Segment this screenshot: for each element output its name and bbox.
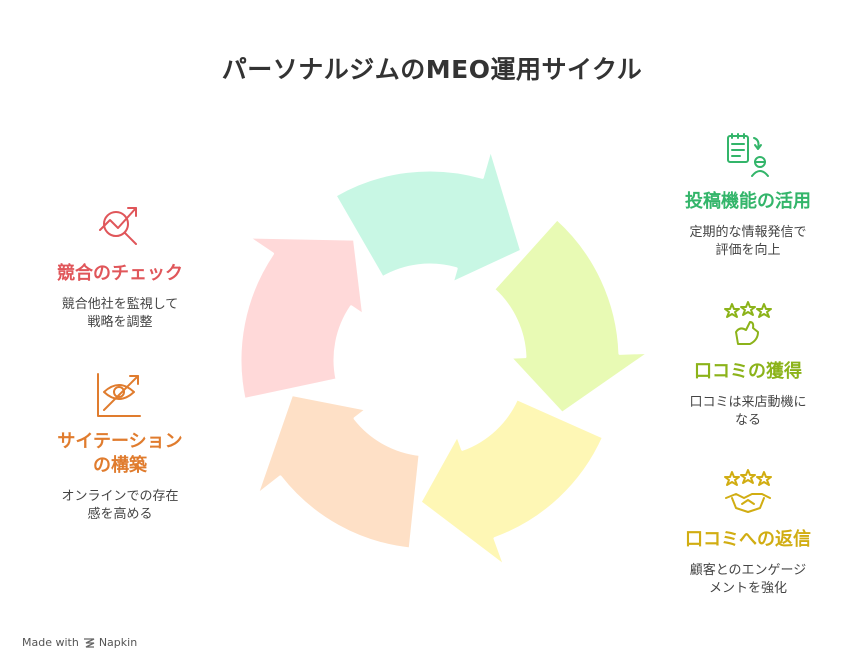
cycle-arrow-yellow [418, 397, 606, 569]
stage-description: オンラインでの存在 感を高める [61, 489, 179, 522]
stage-citation-building: サイテーション の構築 オンラインでの存在 感を高める [40, 370, 200, 524]
stage-review-acquisition: 口コミの獲得 口コミは来店動機に なる [668, 300, 828, 430]
footer-brand: Napkin [98, 636, 138, 649]
stage-posting-feature: 投稿機能の活用 定期的な情報発信で 評価を向上 [668, 130, 828, 260]
document-user-icon [727, 133, 769, 177]
stage-heading: 競合のチェック [57, 263, 183, 284]
stars-handshake-icon [724, 469, 772, 513]
stage-heading: 投稿機能の活用 [685, 191, 811, 212]
stage-description: 定期的な情報発信で 評価を向上 [689, 225, 807, 258]
footer-made-with: Made with [22, 636, 79, 649]
stage-heading: 口コミの獲得 [694, 361, 802, 382]
cycle-diagram [238, 147, 652, 569]
stage-heading: 口コミへの返信 [685, 529, 811, 550]
footer-credit: Made with Napkin [22, 636, 137, 649]
cycle-arrow-lime [492, 217, 652, 415]
stage-heading: サイテーション の構築 [57, 431, 183, 476]
cycle-arrow-peach [255, 392, 422, 551]
stage-description: 顧客とのエンゲージ メントを強化 [689, 563, 807, 596]
cycle-arrow-green [333, 147, 524, 285]
stage-review-reply: 口コミへの返信 顧客とのエンゲージ メントを強化 [668, 468, 828, 598]
trending-magnifier-icon [99, 207, 137, 245]
cycle-arrow-pink [238, 235, 366, 402]
eye-chart-icon [97, 373, 141, 417]
napkin-logo-icon [83, 637, 95, 648]
stage-competitor-check: 競合のチェック 競合他社を監視して 戦略を調整 [40, 200, 200, 332]
page-title: パーソナルジムのMEO運用サイクル [221, 55, 643, 84]
stage-description: 口コミは来店動機に なる [689, 395, 807, 428]
stage-description: 競合他社を監視して 戦略を調整 [61, 297, 179, 330]
stars-hand-icon [724, 301, 772, 345]
